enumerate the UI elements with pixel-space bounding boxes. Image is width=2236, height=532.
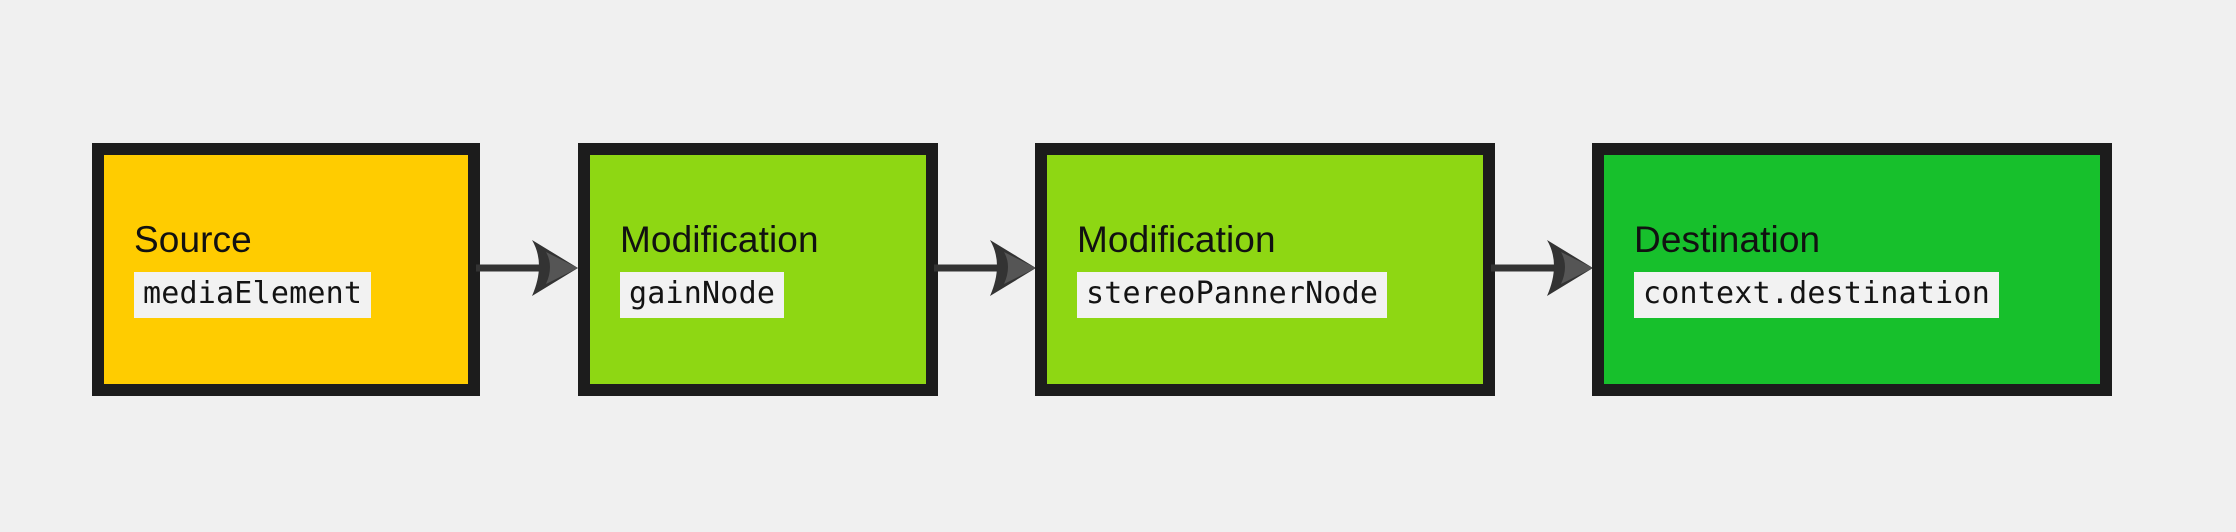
edge-panner-to-destination-arrow bbox=[1491, 240, 1593, 296]
node-source-title: Source bbox=[134, 219, 252, 261]
node-destination[interactable]: Destination context.destination bbox=[1592, 143, 2112, 396]
node-destination-title: Destination bbox=[1634, 219, 1821, 261]
node-source[interactable]: Source mediaElement bbox=[92, 143, 480, 396]
node-destination-code: context.destination bbox=[1634, 272, 1999, 318]
node-modification-panner[interactable]: Modification stereoPannerNode bbox=[1035, 143, 1495, 396]
node-modification-gain-title: Modification bbox=[620, 219, 819, 261]
node-modification-gain[interactable]: Modification gainNode bbox=[578, 143, 938, 396]
node-source-code: mediaElement bbox=[134, 272, 372, 318]
edge-gain-to-panner-arrow bbox=[934, 240, 1036, 296]
node-modification-panner-title: Modification bbox=[1077, 219, 1276, 261]
node-modification-gain-code: gainNode bbox=[620, 272, 785, 318]
node-modification-panner-code: stereoPannerNode bbox=[1077, 272, 1388, 318]
edge-source-to-gain-arrow bbox=[476, 240, 578, 296]
